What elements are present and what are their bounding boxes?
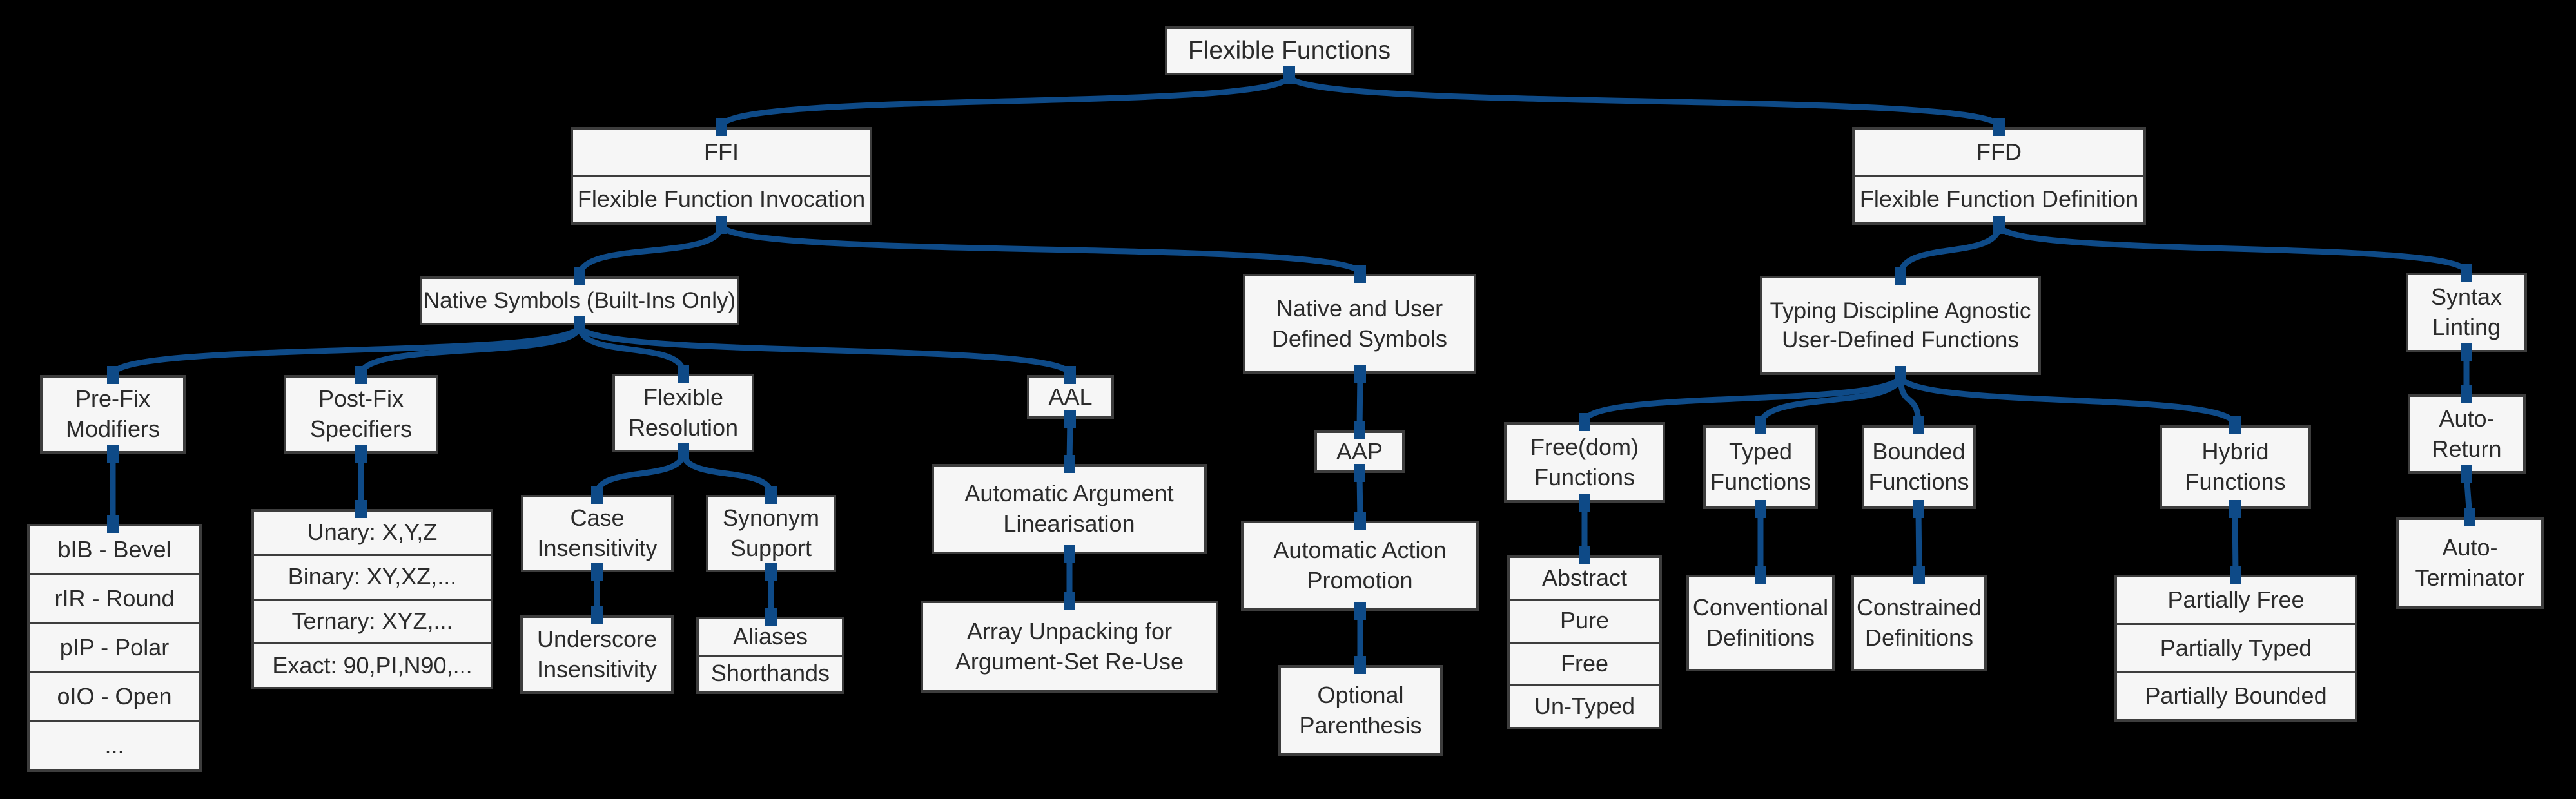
list-postfix-specifiers: Unary: X,Y,Z Binary: XY,XZ,... Ternary: … [251, 509, 493, 689]
list-item: ... [30, 720, 199, 769]
node-array-unpacking-label: Array Unpacking for Argument-Set Re-Use [955, 617, 1184, 675]
edge-flexible-resolution-synonym [678, 443, 777, 504]
list-item: Aliases [732, 622, 808, 650]
list-item: bIB - Bevel [57, 536, 171, 563]
list-item: Binary: XY,XZ,... [254, 554, 491, 599]
edge-ffd-syntax-linting [1993, 216, 2472, 282]
edge-typing-typed [1755, 366, 1906, 434]
node-postfix-specifiers: Post-Fix Specifiers [284, 375, 438, 454]
node-flexible-functions: Flexible Functions [1165, 26, 1414, 75]
edge-native-symbols-flexible-resolution [574, 316, 689, 383]
list-item: Unary: X,Y,Z [307, 519, 438, 546]
list-prefix-modifiers: bIB - Bevel rIR - Round pIP - Polar oIO … [27, 524, 202, 772]
node-optional-parenthesis: Optional Parenthesis [1278, 665, 1443, 756]
edge-native-symbols-aal [574, 316, 1076, 384]
node-auto-return-label: Auto- Return [2432, 405, 2502, 462]
edge-root-ffd [1283, 66, 2005, 136]
list-item: oIO - Open [30, 671, 199, 720]
node-synonym-support: Synonym Support [706, 495, 836, 572]
list-item: Un-Typed [1510, 684, 1659, 727]
edge-bounded-constrained [1913, 500, 1925, 584]
node-constrained-definitions: Constrained Definitions [1851, 575, 1987, 671]
node-optional-parenthesis-label: Optional Parenthesis [1299, 681, 1422, 738]
node-auto-terminator-label: Auto- Terminator [2415, 534, 2525, 591]
node-underscore-insensitivity: Underscore Insensitivity [520, 615, 674, 694]
edge-aal-linearisation [1064, 410, 1076, 473]
node-prefix-modifiers-label: Pre-Fix Modifiers [65, 385, 161, 442]
node-syntax-linting-label: Syntax Linting [2430, 284, 2503, 340]
list-item: rIR - Round [30, 573, 199, 622]
node-auto-return: Auto- Return [2408, 394, 2526, 474]
node-aal-label: AAL [1048, 383, 1093, 410]
node-freedom-functions: Free(dom) Functions [1504, 422, 1665, 503]
node-bounded-functions: Bounded Functions [1862, 425, 1976, 509]
node-typed-functions-label: Typed Functions [1710, 438, 1811, 495]
edge-typing-hybrid [1895, 366, 2241, 434]
node-automatic-argument-linearisation: Automatic Argument Linearisation [932, 464, 1207, 554]
node-freedom-functions-label: Free(dom) Functions [1530, 433, 1639, 490]
node-postfix-specifiers-label: Post-Fix Specifiers [309, 385, 413, 442]
edge-native-symbols-prefix-modifiers [107, 316, 585, 384]
node-native-symbols-label: Native Symbols (Built-Ins Only) [423, 288, 736, 314]
node-conventional-definitions-label: Conventional Definitions [1692, 594, 1829, 651]
node-bounded-functions-label: Bounded Functions [1868, 438, 1969, 495]
node-automatic-argument-linearisation-label: Automatic Argument Linearisation [964, 480, 1174, 537]
node-native-user-symbols: Native and User Defined Symbols [1243, 274, 1476, 374]
node-aal: AAL [1027, 375, 1114, 419]
node-synonym-support-label: Synonym Support [722, 505, 820, 561]
list-item: Ternary: XYZ,... [254, 598, 491, 643]
list-item: Pure [1510, 599, 1659, 641]
node-flexible-resolution-label: Flexible Resolution [628, 384, 739, 441]
edge-ffi-native-user-symbols [716, 216, 1366, 283]
node-aap: AAP [1314, 430, 1405, 473]
node-ffi-abbr: FFI [573, 130, 870, 177]
node-ffd-abbr: FFD [1855, 130, 2143, 177]
node-auto-terminator: Auto- Terminator [2396, 517, 2544, 609]
node-native-symbols: Native Symbols (Built-Ins Only) [420, 276, 739, 325]
edge-flexible-resolution-case [591, 443, 689, 504]
list-item: Partially Free [2167, 586, 2305, 613]
list-freedom-functions: Abstract Pure Free Un-Typed [1507, 555, 1662, 729]
edge-typing-freedom [1579, 366, 1906, 431]
node-conventional-definitions: Conventional Definitions [1686, 575, 1835, 671]
node-ffi-label: Flexible Function Invocation [577, 186, 866, 213]
node-aap-label: AAP [1336, 438, 1383, 465]
node-automatic-action-promotion: Automatic Action Promotion [1241, 521, 1479, 611]
edge-root-ffi [716, 66, 1295, 136]
node-constrained-definitions-label: Constrained Definitions [1856, 594, 1982, 651]
node-automatic-action-promotion-label: Automatic Action Promotion [1273, 537, 1447, 593]
node-typed-functions: Typed Functions [1703, 425, 1818, 509]
edge-typing-bounded [1895, 366, 1924, 434]
node-typing-discipline-label: Typing Discipline Agnostic User-Defined … [1770, 298, 2031, 353]
node-case-insensitivity: Case Insensitivity [521, 495, 674, 572]
node-flexible-functions-label: Flexible Functions [1187, 36, 1391, 64]
list-item: Partially Bounded [2117, 671, 2355, 719]
node-flexible-resolution: Flexible Resolution [612, 374, 754, 452]
list-item: pIP - Polar [30, 622, 199, 671]
node-typing-discipline: Typing Discipline Agnostic User-Defined … [1760, 276, 2041, 375]
list-item: Abstract [1541, 564, 1628, 592]
node-ffi: FFI Flexible Function Invocation [571, 127, 872, 225]
node-case-insensitivity-label: Case Insensitivity [537, 505, 658, 561]
list-synonym-support: Aliases Shorthands [696, 617, 844, 694]
list-item: Free [1510, 641, 1659, 684]
node-hybrid-functions: Hybrid Functions [2160, 425, 2311, 509]
list-hybrid-functions: Partially Free Partially Typed Partially… [2114, 575, 2357, 722]
node-syntax-linting: Syntax Linting [2406, 273, 2527, 352]
edge-auto-return-auto-terminator [2461, 465, 2475, 526]
node-ffd: FFD Flexible Function Definition [1852, 127, 2146, 225]
list-item: Shorthands [699, 654, 842, 692]
node-underscore-insensitivity-label: Underscore Insensitivity [536, 626, 658, 682]
node-array-unpacking: Array Unpacking for Argument-Set Re-Use [921, 601, 1218, 693]
node-native-user-symbols-label: Native and User Defined Symbols [1271, 294, 1448, 352]
node-hybrid-functions-label: Hybrid Functions [2185, 438, 2286, 495]
list-item: Exact: 90,PI,N90,... [254, 642, 491, 687]
node-prefix-modifiers: Pre-Fix Modifiers [40, 375, 186, 454]
list-item: Partially Typed [2117, 623, 2355, 671]
edge-ffd-typing-discipline [1895, 216, 2005, 285]
node-ffd-label: Flexible Function Definition [1859, 186, 2139, 213]
edge-ffi-native-symbols [574, 216, 727, 285]
edge-native-symbols-postfix-specifiers [355, 316, 585, 384]
edge-hybrid-list [2229, 500, 2241, 584]
